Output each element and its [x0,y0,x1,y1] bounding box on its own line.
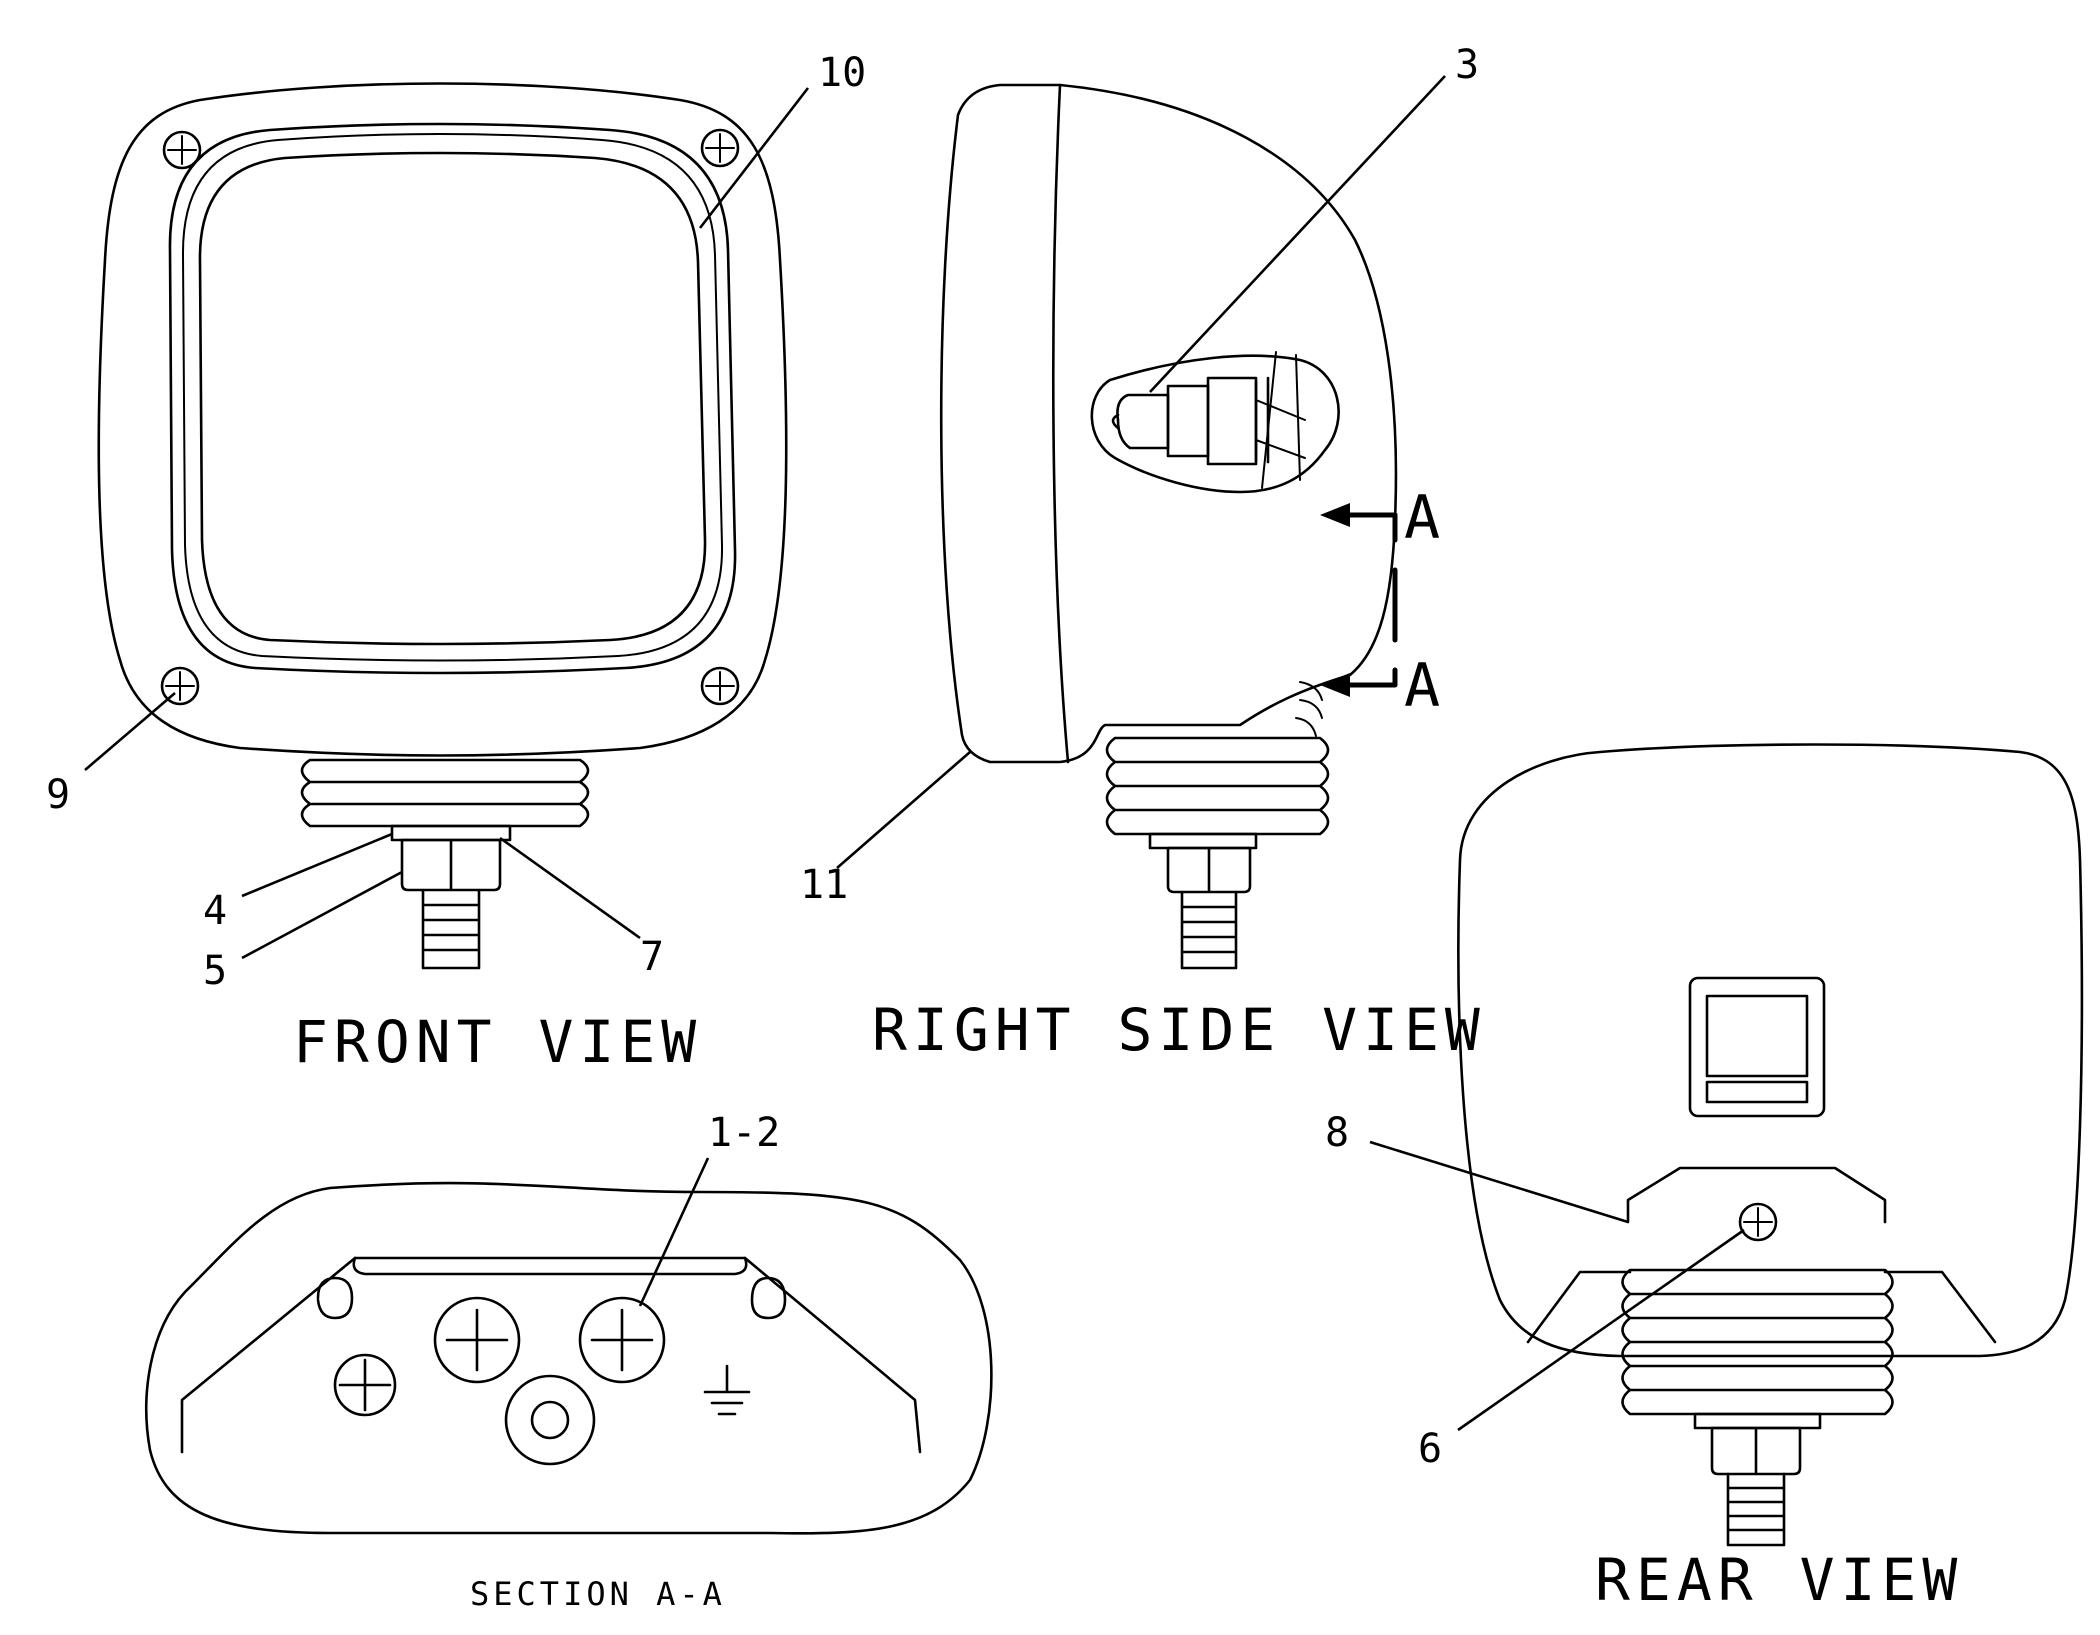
rear-stud [1726,1472,1786,1547]
arrow-left-icon [1320,673,1350,697]
rear-housing [1457,743,2084,1358]
right-side-view: A A [939,83,1440,970]
section-view-title: SECTION A-A [470,1575,726,1613]
front-lens [198,151,707,646]
callouts: 10 3 9 11 4 5 7 8 6 1-2 [46,42,1479,1472]
leader-10 [698,87,810,229]
leader-3 [1149,75,1446,393]
callout-3: 3 [1455,42,1479,88]
side-cutaway [1090,354,1340,494]
rear-nut [1710,1426,1802,1476]
rear-label-strip [1705,1080,1809,1104]
front-lens-outer-seal [168,122,737,675]
front-view [97,82,788,970]
rear-view-title: REAR VIEW [1595,1546,1963,1614]
callout-11: 11 [800,862,848,908]
side-bellows [1105,736,1330,836]
right-side-view-title: RIGHT SIDE VIEW [872,996,1486,1064]
leader-11 [836,751,971,869]
side-neck-ribs [1295,681,1323,737]
ground-icon [703,1364,751,1416]
front-nut [400,838,502,892]
rear-washer [1693,1412,1822,1430]
side-nut [1166,846,1252,894]
callout-10: 10 [818,50,866,96]
terminal-icon [433,1296,521,1384]
section-inner-rim [180,1256,922,1454]
screw-icon [1738,1202,1778,1242]
side-stud [1180,890,1238,970]
callout-5: 5 [203,948,227,994]
rear-bellows [1621,1268,1894,1416]
section-a-a-view [145,1181,993,1535]
callout-8: 8 [1325,1110,1349,1156]
rear-view [1457,743,2084,1547]
callout-1-2: 1-2 [708,1110,780,1156]
leader-lines [84,75,1745,1432]
front-stud [421,888,481,970]
screw-icon [700,128,740,168]
front-bellows [300,758,590,828]
side-washer [1148,832,1258,850]
screw-icon [162,130,202,170]
connector-socket-icon [504,1374,596,1466]
arrow-left-icon [1320,503,1350,527]
leader-1-2 [638,1157,710,1307]
rear-bracket [1626,1166,1887,1224]
screw-icon [160,666,200,706]
callout-7: 7 [640,934,664,980]
front-housing [97,82,788,757]
front-view-title: FRONT VIEW [293,1008,702,1076]
callout-6: 6 [1418,1426,1442,1472]
section-outline [145,1181,993,1535]
leader-6 [1457,1228,1745,1432]
side-housing [939,83,1398,764]
rear-bracket-flange [1526,1270,1997,1344]
terminal-icon [578,1296,666,1384]
callout-9: 9 [46,772,70,818]
section-tab-left [316,1276,354,1320]
side-lens-bezel-line [1051,83,1070,764]
section-inner-rim-ledge [352,1256,748,1276]
front-lens-seal-inner [181,133,724,662]
front-washer [390,824,512,842]
section-cut-marker [1320,503,1398,697]
view-titles: FRONT VIEW RIGHT SIDE VIEW REAR VIEW SEC… [293,996,1963,1614]
section-marker-top: A [1404,483,1440,553]
rear-label-plate [1688,976,1826,1118]
leader-4 [241,832,393,898]
callout-4: 4 [203,888,227,934]
rear-label-window [1705,994,1809,1078]
leader-5 [241,870,403,960]
section-marker-bottom: A [1404,651,1440,721]
bulb-icon [1111,351,1306,489]
leader-8 [1369,1140,1629,1224]
leader-7 [499,836,641,940]
screw-icon [700,666,740,706]
leader-9 [84,692,176,771]
terminal-icon [333,1353,397,1417]
section-tab-right [750,1276,787,1320]
